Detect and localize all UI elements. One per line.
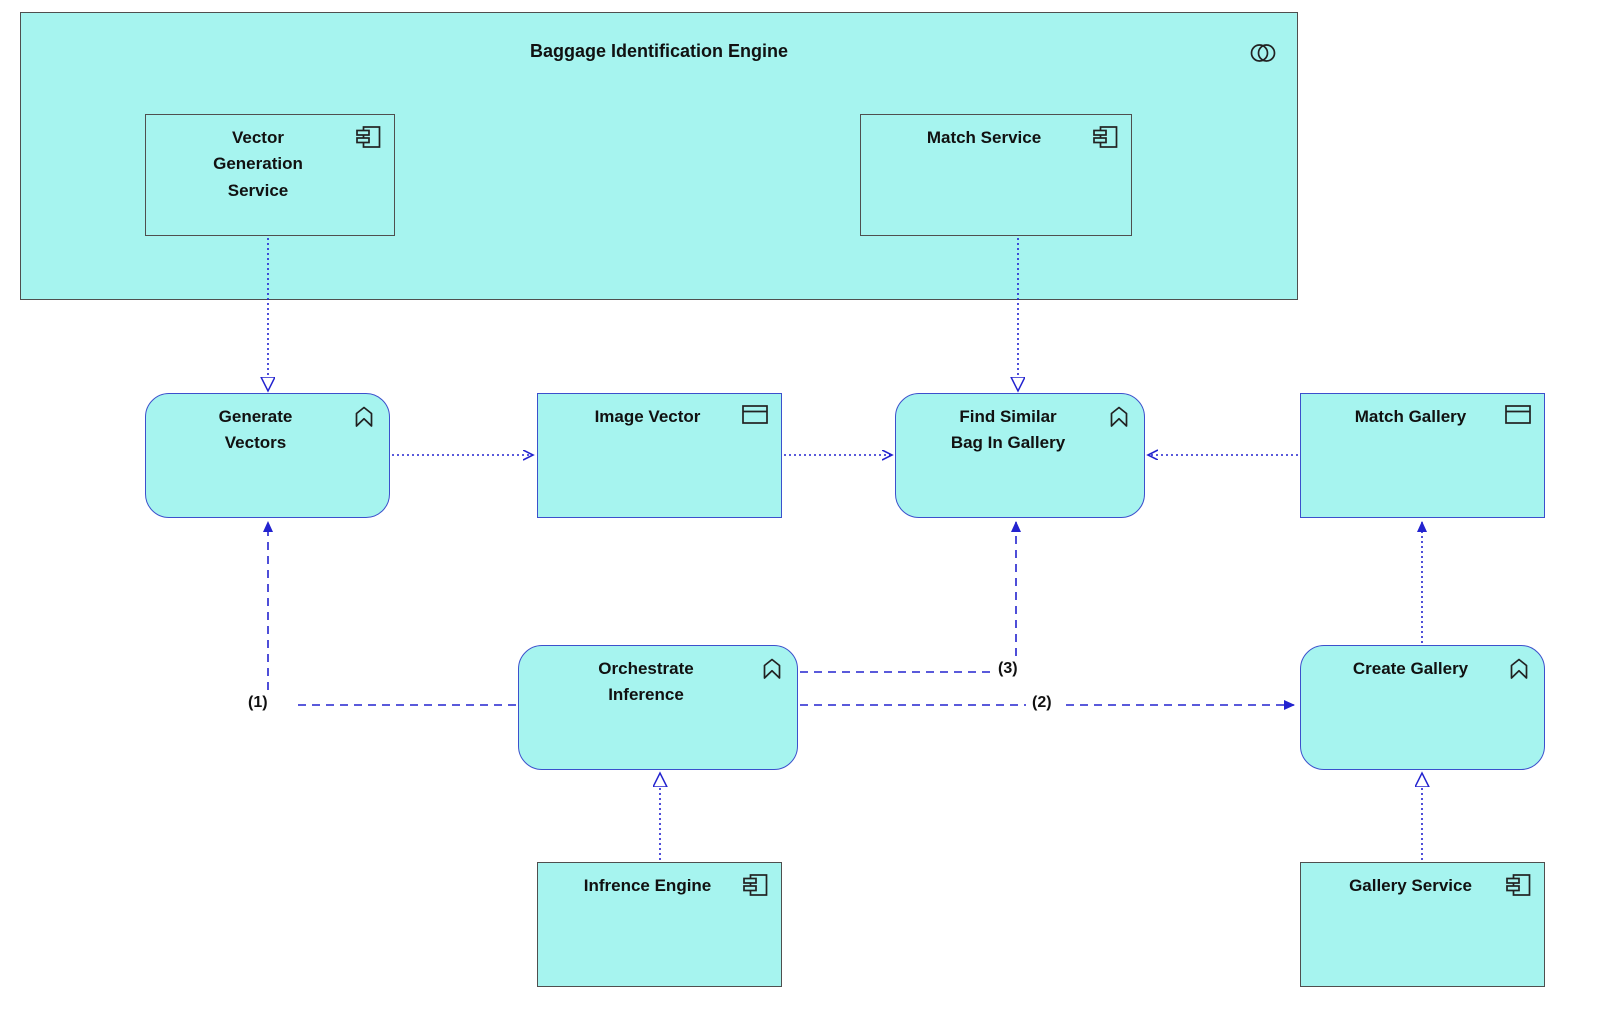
node-gallery-service[interactable]: Gallery Service	[1300, 862, 1545, 987]
node-find-similar-bag-in-gallery[interactable]: Find Similar Bag In Gallery	[895, 393, 1145, 518]
node-generate-vectors[interactable]: Generate Vectors	[145, 393, 390, 518]
node-label: Find Similar Bag In Gallery	[950, 407, 1066, 453]
node-label: Vector Generation Service	[213, 128, 303, 200]
node-label: Orchestrate Inference	[598, 659, 694, 705]
component-icon	[356, 126, 381, 153]
node-image-vector[interactable]: Image Vector	[537, 393, 782, 518]
connection-label-step2: (2)	[1032, 694, 1052, 711]
node-match-service[interactable]: Match Service	[860, 114, 1132, 236]
collaboration-icon	[1249, 43, 1277, 68]
node-infrence-engine[interactable]: Infrence Engine	[537, 862, 782, 987]
node-vector-generation-service[interactable]: Vector Generation Service	[145, 114, 395, 236]
node-label: Generate Vectors	[218, 407, 293, 453]
node-label: Gallery Service	[1349, 876, 1472, 895]
node-label: Match Service	[926, 128, 1042, 147]
node-label: Match Gallery	[1354, 407, 1467, 426]
function-icon	[1507, 657, 1531, 686]
connection-label-step3: (3)	[998, 660, 1018, 677]
node-label: Create Gallery	[1352, 659, 1469, 678]
node-label: Image Vector	[594, 407, 701, 426]
node-create-gallery[interactable]: Create Gallery	[1300, 645, 1545, 770]
component-icon	[1093, 126, 1118, 153]
component-icon	[1506, 874, 1531, 901]
node-label: Infrence Engine	[583, 876, 712, 895]
function-icon	[1107, 405, 1131, 434]
container-title: Baggage Identification Engine	[529, 41, 789, 61]
component-icon	[743, 874, 768, 901]
connection-label-step1: (1)	[248, 694, 268, 711]
data-object-icon	[1505, 405, 1531, 429]
data-object-icon	[742, 405, 768, 429]
function-icon	[352, 405, 376, 434]
node-match-gallery[interactable]: Match Gallery	[1300, 393, 1545, 518]
node-orchestrate-inference[interactable]: Orchestrate Inference	[518, 645, 798, 770]
function-icon	[760, 657, 784, 686]
